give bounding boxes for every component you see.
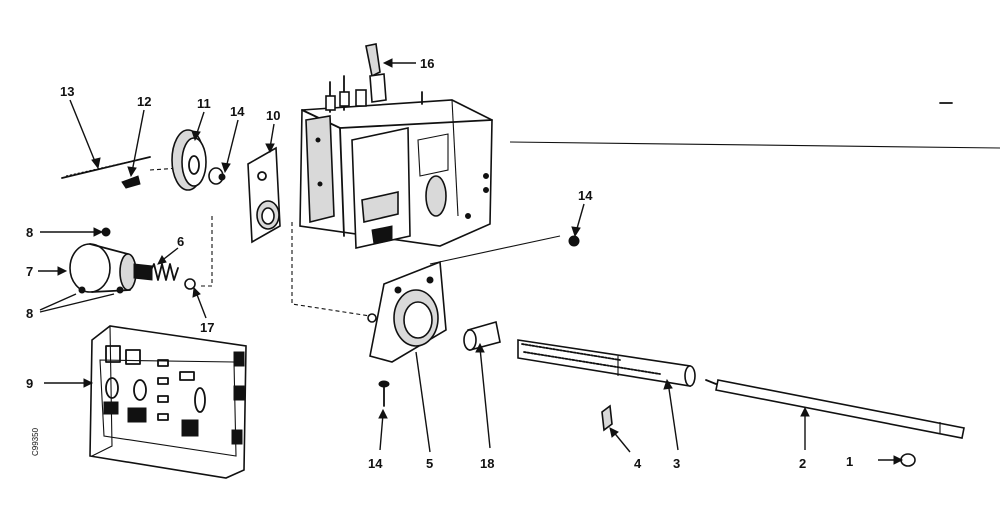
part-13-rod [61,156,151,179]
label-part-14-top: 14 [230,104,245,119]
part-14-screw-right [568,235,580,247]
arrowhead-14-bottom [378,408,388,419]
part-14-screw-bottom [378,380,390,407]
label-part-9: 9 [26,376,33,391]
part-12-clip [121,175,141,189]
arrowhead-14-top [221,162,231,174]
arrowhead-17 [192,286,201,298]
part-4-clip [601,404,613,432]
label-part-18: 18 [480,456,494,471]
arrowhead-14-right [571,226,581,238]
part-6-spring [149,263,179,281]
part-10-bracket [247,146,281,244]
part-3-sleeve [517,339,696,387]
label-part-14-right: 14 [578,188,593,203]
arrowhead-6 [157,255,167,265]
dashed-path-center [291,222,371,317]
arrowhead-18 [475,342,485,353]
dashed-path-left [200,216,213,287]
switch-housing [299,75,493,249]
label-part-2: 2 [799,456,806,471]
label-part-12: 12 [137,94,151,109]
arrowhead-1 [893,455,904,465]
label-part-10: 10 [266,108,280,123]
arrowhead-3 [663,378,673,390]
figure-code: C99350 [31,427,40,456]
label-part-3: 3 [673,456,680,471]
dashed-axis-12 [149,167,181,171]
arrowhead-13 [91,157,101,170]
label-part-17: 17 [200,320,214,335]
part-9-plate [89,325,247,479]
callout-line-13 [69,99,97,165]
label-part-11: 11 [197,96,211,111]
part-16-pin [365,43,387,103]
arrowhead-10 [265,143,275,154]
connector-line-14 [429,235,561,265]
arrowhead-16 [382,58,393,68]
label-part-5: 5 [426,456,433,471]
arrowhead-4 [609,427,619,438]
label-part-16: 16 [420,56,434,71]
callout-line-14-top [225,119,239,169]
part-2-rod [705,379,965,439]
callout-line-12 [131,109,145,173]
label-part-4: 4 [634,456,642,471]
callout-line-5 [415,351,431,453]
reference-line-right [509,141,1001,149]
label-part-7: 7 [26,264,33,279]
label-part-1: 1 [846,454,853,469]
label-part-14-bottom: 14 [368,456,383,471]
callout-line-14-bottom [379,413,384,451]
arrowhead-7 [57,266,68,276]
callout-line-18 [479,347,491,449]
part-11-knob [171,129,207,191]
part-7-housing [69,243,153,294]
part-17-ball [184,278,196,290]
label-part-13: 13 [60,84,74,99]
arrowhead-8-top [93,227,104,237]
arrowhead-2 [800,406,810,417]
arrowhead-12 [127,166,137,178]
label-part-8-bottom: 8 [26,306,33,321]
arrowhead-9 [83,378,94,388]
part-5-flange [367,260,447,363]
part-14-nut-top [208,167,226,185]
callout-line-8-bottom-a [39,293,77,311]
label-part-6: 6 [177,234,184,249]
label-part-8-top: 8 [26,225,33,240]
callout-line-8-bottom-b [39,293,115,313]
part-8-screw-top [101,227,111,237]
callout-line-3 [667,381,679,451]
callout-line-17 [195,291,207,319]
part-18-bushing [463,320,501,352]
arrowhead-11 [191,130,201,142]
